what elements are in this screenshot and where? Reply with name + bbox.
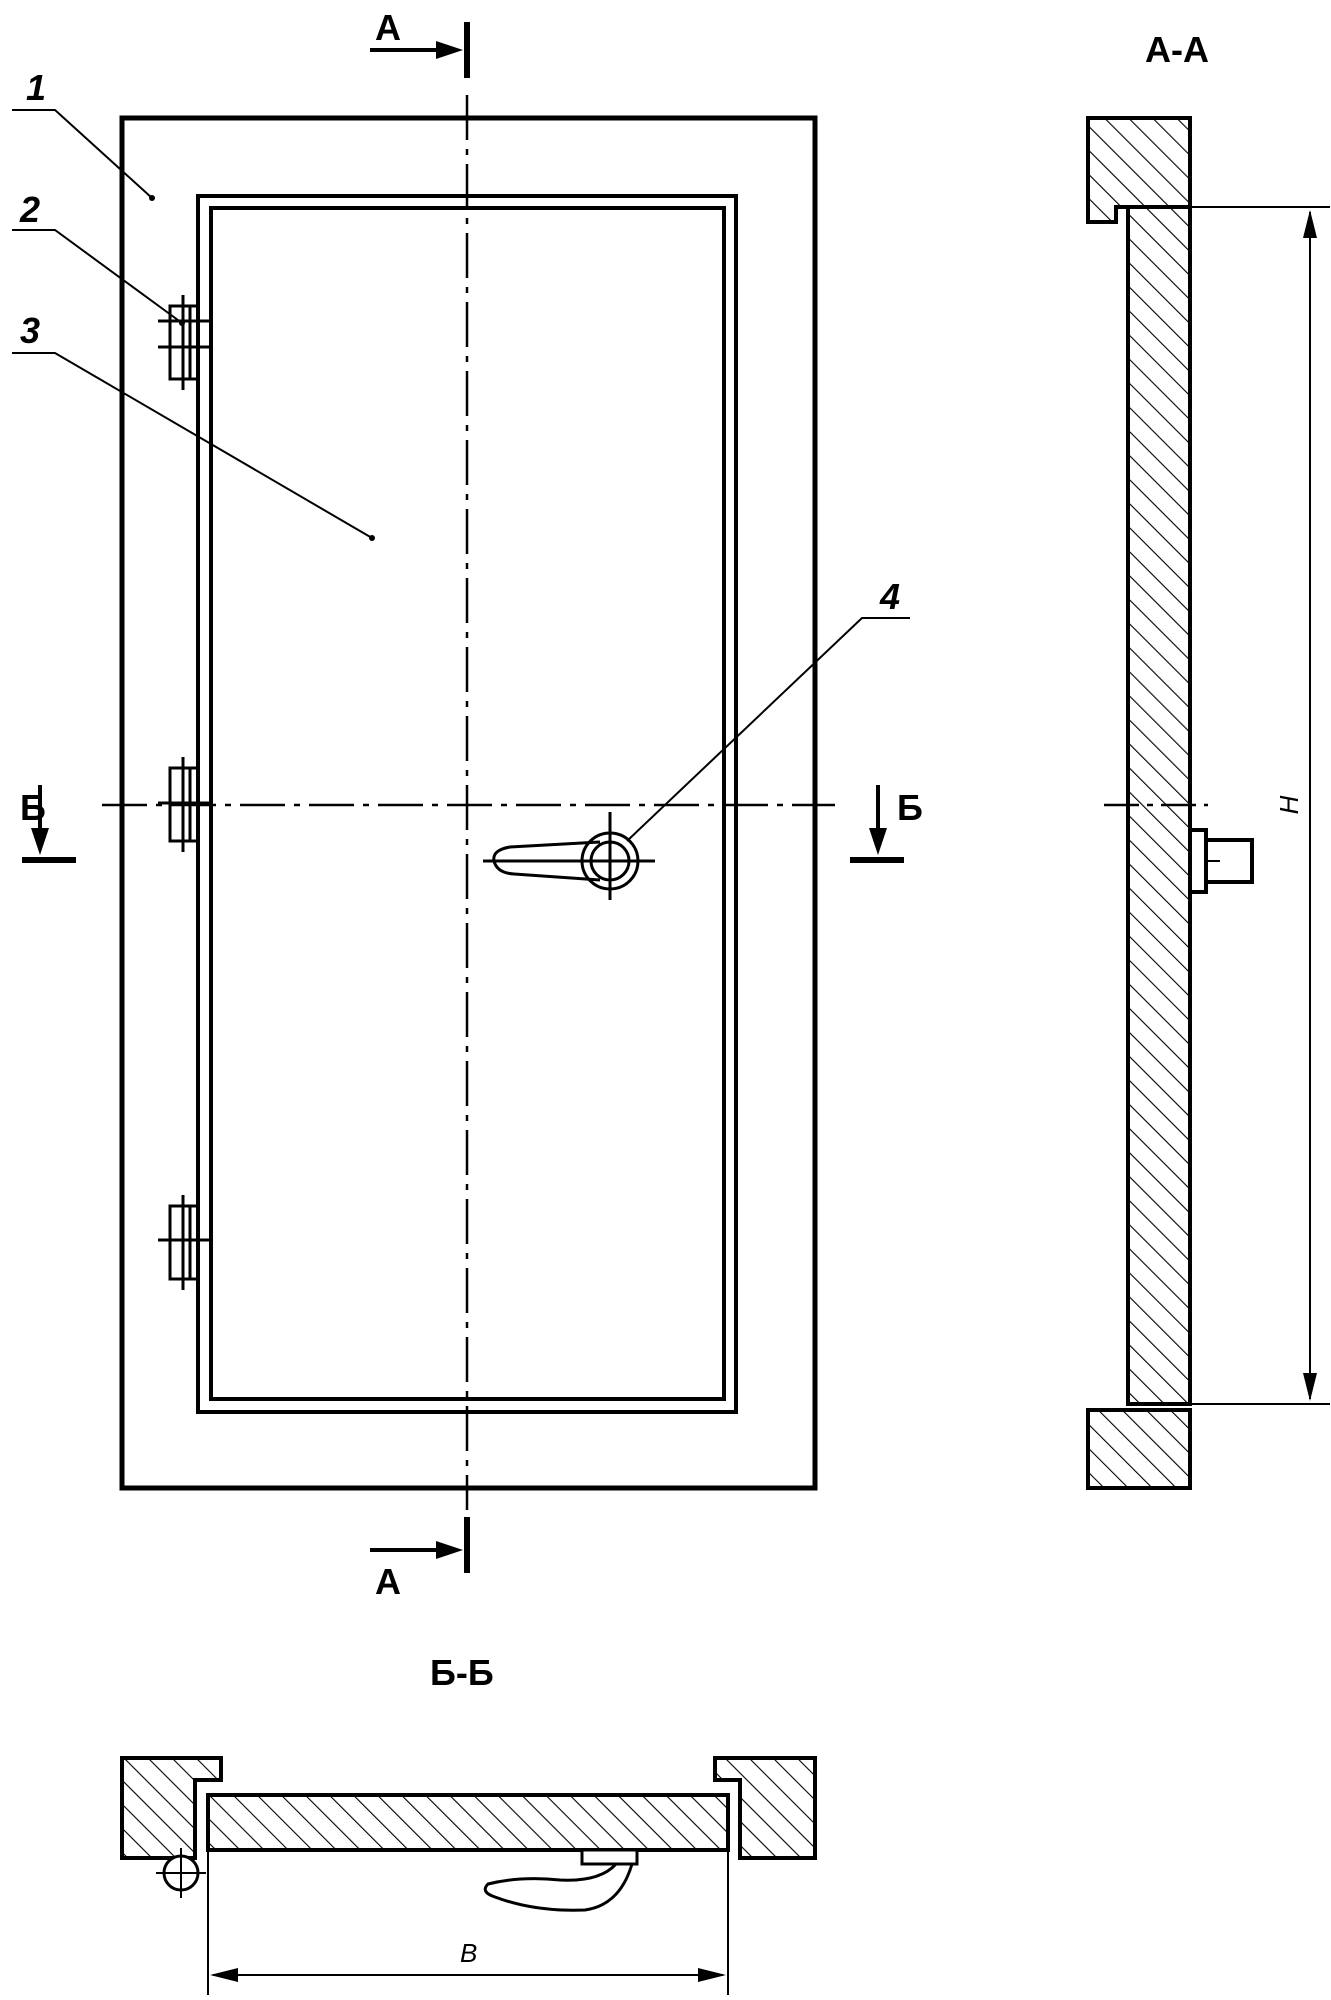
section-label-b-left: Б (20, 787, 46, 828)
section-mark-a-bottom (370, 1517, 470, 1573)
section-bb-view (120, 1756, 817, 1995)
bb-frame-right (713, 1756, 817, 1860)
aa-frame-top (1086, 116, 1192, 224)
callout-3: 3 (20, 310, 40, 351)
view-label-aa: А-А (1145, 29, 1209, 70)
callout-2: 2 (19, 189, 40, 230)
dimension-h: H (1274, 795, 1304, 814)
section-mark-b-right (850, 785, 904, 863)
section-mark-b-left (22, 785, 76, 863)
section-label-b-right: Б (897, 787, 923, 828)
door-frame (119, 115, 818, 1491)
bb-handle-base (580, 1848, 639, 1866)
door-handle (483, 812, 655, 900)
section-aa-view (1086, 116, 1330, 1490)
bb-door-leaf (206, 1793, 730, 1852)
aa-handle-base (1188, 828, 1208, 894)
bb-frame-left (120, 1756, 223, 1860)
dimension-b: B (460, 1938, 477, 1968)
section-label-a-bottom: А (375, 1561, 401, 1602)
section-label-a-top: А (375, 7, 401, 48)
leader-lines (12, 109, 910, 842)
hinge-top (158, 295, 209, 390)
callout-4: 4 (879, 576, 900, 617)
front-view (12, 22, 910, 1573)
section-mark-a-top (370, 22, 470, 78)
hinge-bottom (158, 1195, 209, 1290)
callout-1: 1 (26, 67, 46, 108)
bb-handle-lever (483, 1862, 634, 1912)
aa-frame-bottom (1086, 1408, 1192, 1490)
view-label-bb: Б-Б (430, 1652, 494, 1693)
